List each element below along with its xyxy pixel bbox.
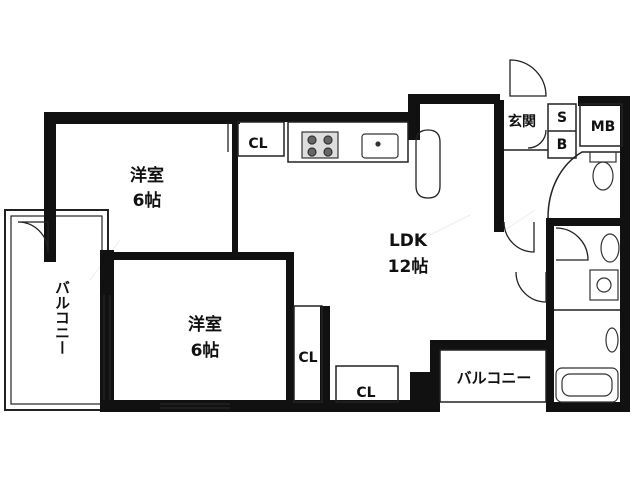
closet-3-label: CL xyxy=(356,385,375,401)
shoe-box-b-label: B xyxy=(557,137,568,153)
shoe-box-s-label: S xyxy=(557,110,567,126)
outer-walls xyxy=(44,94,630,412)
ldk-size: 12帖 xyxy=(388,256,429,277)
entrance-label: 玄関 xyxy=(508,113,536,130)
balcony-left-label: バルコニー xyxy=(53,280,71,355)
balcony-bottom-label: バルコニー xyxy=(457,369,532,387)
western-room-2-size: 6帖 xyxy=(191,340,220,361)
bathtub xyxy=(555,367,619,403)
toilet-fixture xyxy=(589,151,617,191)
labels: 洋室 6帖 洋室 6帖 LDK 12帖 CL CL CL 玄関 S B MB バ… xyxy=(53,110,615,401)
ldk-name: LDK xyxy=(389,231,428,251)
doors xyxy=(17,59,589,303)
western-room-2-name: 洋室 xyxy=(188,314,222,335)
western-room-1-size: 6帖 xyxy=(133,190,162,211)
kitchen-sink xyxy=(361,133,399,159)
kitchen-stove xyxy=(301,131,339,159)
watermark xyxy=(89,209,536,281)
western-room-1-name: 洋室 xyxy=(130,165,164,186)
meter-box-label: MB xyxy=(591,119,616,135)
washroom-fixtures xyxy=(589,233,620,353)
closet-1-label: CL xyxy=(248,136,267,152)
closet-2-label: CL xyxy=(298,350,317,366)
partitions xyxy=(103,103,623,409)
